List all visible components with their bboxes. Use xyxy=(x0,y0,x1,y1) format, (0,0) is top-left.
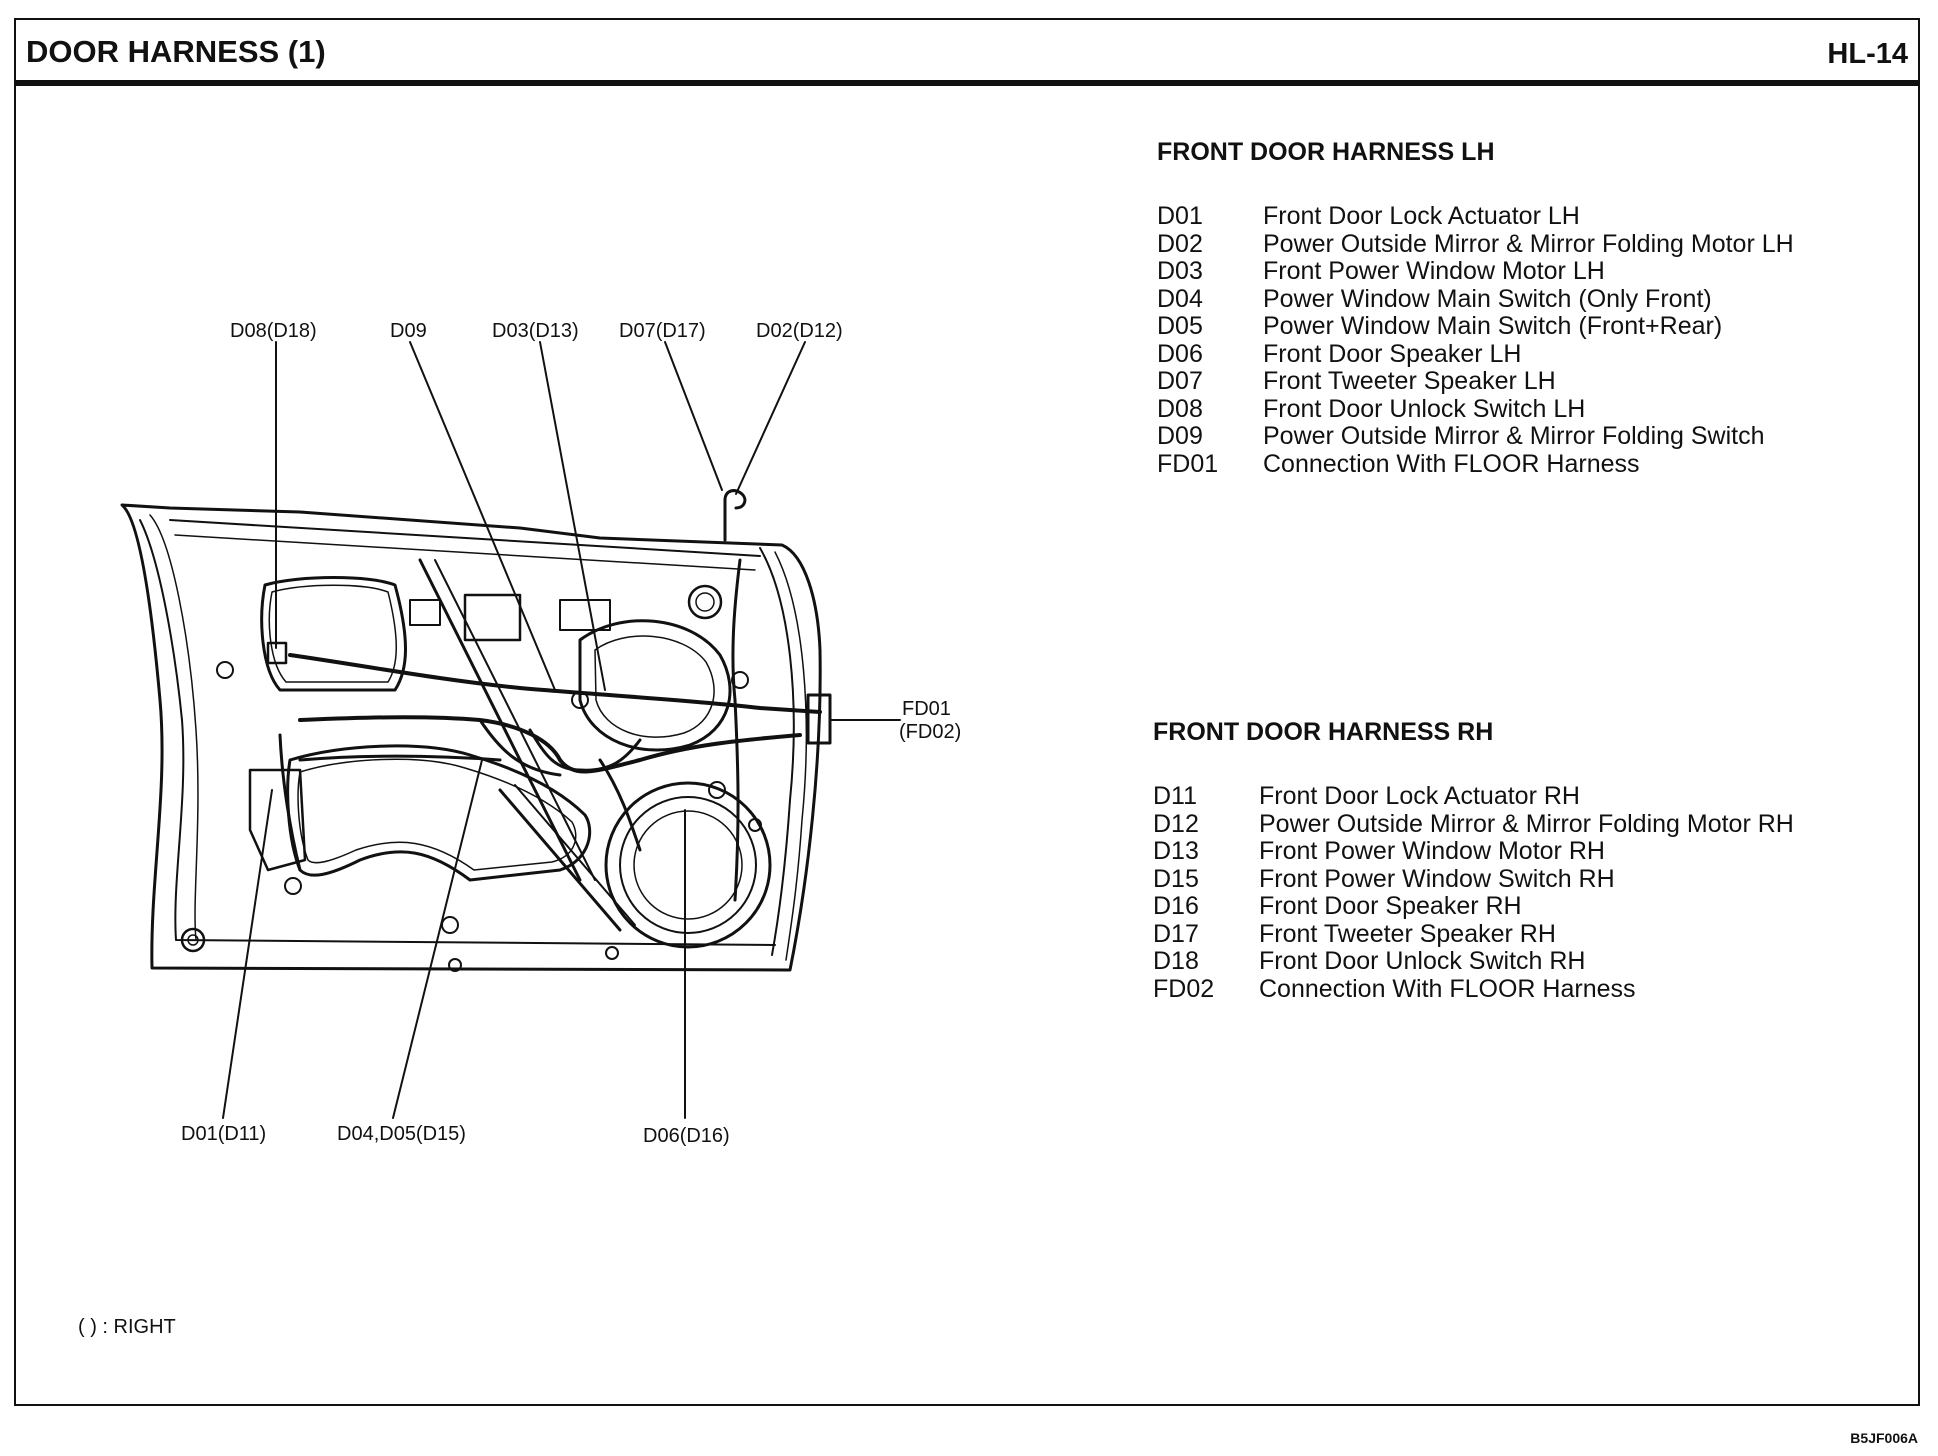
list-item: D03 Front Power Window Motor LH xyxy=(1157,257,1794,286)
list-item: D17 Front Tweeter Speaker RH xyxy=(1153,919,1794,949)
callout-d08: D08(D18) xyxy=(230,320,317,342)
list-item: D11 Front Door Lock Actuator RH xyxy=(1153,782,1794,811)
page-title: DOOR HARNESS (1) xyxy=(26,34,326,69)
door-outline xyxy=(120,503,822,972)
connector-code: D06 xyxy=(1157,339,1203,368)
connector-desc: Front Door Lock Actuator RH xyxy=(1259,782,1580,810)
connector-code: D16 xyxy=(1153,892,1199,920)
header-bar: DOOR HARNESS (1) HL-14 xyxy=(16,20,1918,86)
leader-d03 xyxy=(539,341,606,691)
connector-desc: Front Power Window Motor LH xyxy=(1263,257,1605,285)
d02-connector xyxy=(723,489,747,542)
list-item: D02 Power Outside Mirror & Mirror Folding… xyxy=(1157,229,1794,259)
leader-d04 xyxy=(392,759,483,1119)
leader-d09 xyxy=(409,341,556,691)
connector-desc: Power Outside Mirror & Mirror Folding Mo… xyxy=(1259,809,1794,838)
callout-d04: D04,D05(D15) xyxy=(337,1123,466,1145)
leader-d07 xyxy=(664,341,723,491)
connector-code: FD01 xyxy=(1157,449,1219,478)
connector-desc: Connection With FLOOR Harness xyxy=(1263,449,1640,478)
door-inner-edge xyxy=(139,519,776,946)
list-item: FD02 Connection With FLOOR Harness xyxy=(1153,974,1794,1004)
list-item: D08 Front Door Unlock Switch LH xyxy=(1157,394,1794,424)
connector-desc: Front Door Unlock Switch LH xyxy=(1263,394,1586,423)
list-item: D18 Front Door Unlock Switch RH xyxy=(1153,947,1794,976)
callout-fd01: FD01 xyxy=(902,698,951,720)
rh-harness-section: FRONT DOOR HARNESS RH D11 Front Door Lock… xyxy=(1153,718,1794,1003)
page-frame: DOOR HARNESS (1) HL-14 xyxy=(14,18,1920,1406)
connector-code: D05 xyxy=(1157,312,1203,340)
rh-section-title: FRONT DOOR HARNESS RH xyxy=(1153,718,1494,746)
connector-code: D08 xyxy=(1157,394,1203,423)
lh-harness-section: FRONT DOOR HARNESS LH D01 Front Door Lock… xyxy=(1157,138,1794,478)
connector-desc: Front Tweeter Speaker LH xyxy=(1263,367,1556,395)
connector-desc: Power Outside Mirror & Mirror Folding Sw… xyxy=(1263,422,1765,450)
connector-code: D12 xyxy=(1153,809,1199,838)
right-side-note: ( ) : RIGHT xyxy=(78,1316,176,1338)
connector-desc: Power Window Main Switch (Front+Rear) xyxy=(1263,312,1723,340)
connector-desc: Front Door Unlock Switch RH xyxy=(1259,947,1586,975)
list-item: D13 Front Power Window Motor RH xyxy=(1153,837,1794,866)
connector-desc: Power Outside Mirror & Mirror Folding Mo… xyxy=(1263,229,1794,258)
list-item: D04 Power Window Main Switch (Only Front) xyxy=(1157,284,1794,314)
tweeter xyxy=(687,584,723,620)
connector-code: D09 xyxy=(1157,422,1203,450)
callout-d07: D07(D17) xyxy=(619,320,706,342)
connector-code: D13 xyxy=(1153,837,1199,865)
lh-section-title: FRONT DOOR HARNESS LH xyxy=(1157,138,1495,166)
connector-code: D02 xyxy=(1157,229,1203,258)
leader-d01 xyxy=(222,789,273,1119)
list-item: D15 Front Power Window Switch RH xyxy=(1153,864,1794,894)
connector-desc: Front Tweeter Speaker RH xyxy=(1259,919,1556,948)
connector-code: D17 xyxy=(1153,919,1199,948)
list-item: D07 Front Tweeter Speaker LH xyxy=(1157,367,1794,396)
connector-code: D04 xyxy=(1157,284,1203,313)
door-speaker xyxy=(604,781,772,949)
connector-desc: Power Window Main Switch (Only Front) xyxy=(1263,284,1712,313)
callout-d06: D06(D16) xyxy=(643,1125,730,1147)
list-item: D06 Front Door Speaker LH xyxy=(1157,339,1794,369)
connector-code: D07 xyxy=(1157,367,1203,395)
callout-d03: D03(D13) xyxy=(492,320,579,342)
connector-desc: Front Door Speaker LH xyxy=(1263,339,1522,368)
connector-code: D11 xyxy=(1153,782,1198,810)
connector-desc: Front Door Speaker RH xyxy=(1259,892,1522,920)
connector-code: D18 xyxy=(1153,947,1199,975)
harness-main xyxy=(288,653,822,714)
connector-code: D15 xyxy=(1153,864,1199,893)
callout-d02: D02(D12) xyxy=(756,320,843,342)
document-id: B5JF006A xyxy=(1850,1430,1918,1446)
connector-code: FD02 xyxy=(1153,974,1215,1003)
connector-desc: Connection With FLOOR Harness xyxy=(1259,974,1636,1003)
list-item: D05 Power Window Main Switch (Front+Rear) xyxy=(1157,312,1794,341)
connector-code: D01 xyxy=(1157,202,1203,230)
list-item: D12 Power Outside Mirror & Mirror Folding… xyxy=(1153,809,1794,839)
callout-d01: D01(D11) xyxy=(181,1123,266,1145)
access-hole-upper xyxy=(260,576,407,692)
connector-desc: Front Power Window Motor RH xyxy=(1259,837,1605,865)
list-item: FD01 Connection With FLOOR Harness xyxy=(1157,449,1794,479)
leader-d02 xyxy=(735,341,806,495)
callout-d09: D09 xyxy=(390,320,427,342)
list-item: D09 Power Outside Mirror & Mirror Folding… xyxy=(1157,422,1794,451)
list-item: D16 Front Door Speaker RH xyxy=(1153,892,1794,921)
callout-fd02: (FD02) xyxy=(899,721,961,743)
list-item: D01 Front Door Lock Actuator LH xyxy=(1157,202,1794,231)
connector-desc: Front Door Lock Actuator LH xyxy=(1263,202,1580,230)
page-number: HL-14 xyxy=(1827,38,1908,70)
connector-desc: Front Power Window Switch RH xyxy=(1259,864,1615,893)
connector-code: D03 xyxy=(1157,257,1203,285)
